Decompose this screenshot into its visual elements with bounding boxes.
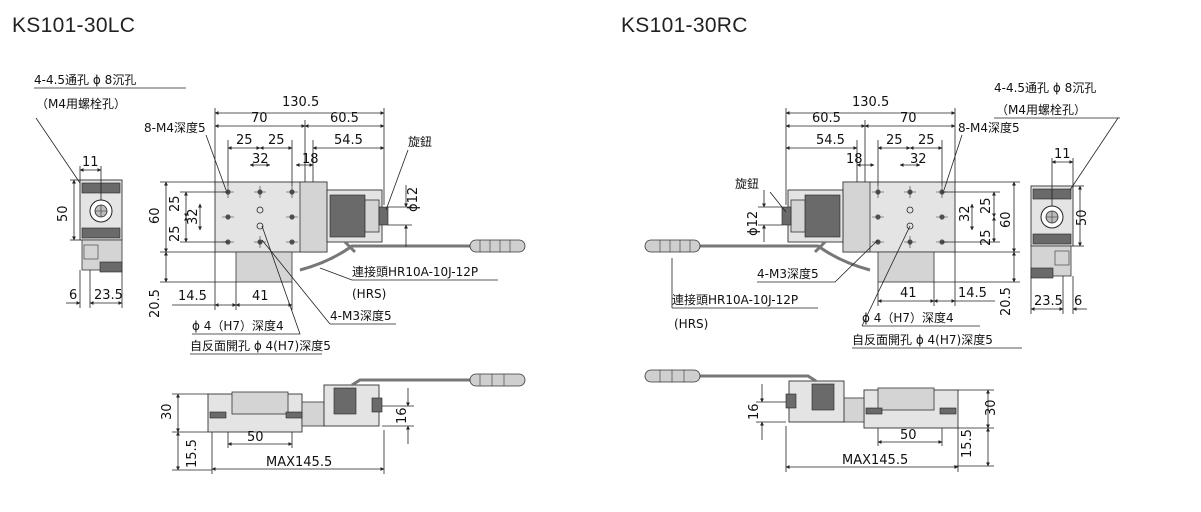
top-view-left [214,181,526,283]
dim-right-25b: 25 [918,133,935,148]
right-rev: 自反面開孔 ϕ 4(H7)深度5 [852,332,993,347]
left-pin: ϕ 4（H7）深度4 [192,318,284,333]
dim-left-20-5: 20.5 [148,289,163,318]
dim-right-50: 50 [1075,209,1090,226]
dim-left-41: 41 [252,289,269,304]
dim-right-side-30: 30 [984,399,999,416]
dim-right-11: 11 [1054,147,1071,162]
dim-right-25a: 25 [886,133,903,148]
dim-left-25d: 25 [168,225,183,242]
dim-left-25b: 25 [268,133,285,148]
right-holes-note-2: （M4用螺栓孔） [996,102,1086,117]
dim-left-60: 60 [148,207,163,224]
side-view-left [207,373,526,433]
left-hrs: (HRS) [352,287,386,301]
dim-left-11: 11 [82,155,99,170]
left-rev: 自反面開孔 ϕ 4(H7)深度5 [190,338,331,353]
dim-right-23-5: 23.5 [1034,294,1063,309]
dim-right-32: 32 [910,152,927,167]
dim-right-side-50: 50 [900,428,917,443]
right-tapped: 8-M4深度5 [958,120,1020,135]
right-knob: 旋鈕 [735,177,759,191]
dim-left-6: 6 [69,288,77,303]
right-pin: ϕ 4（H7）深度4 [862,310,954,325]
dim-left-54-5: 54.5 [334,133,363,148]
dim-left-23-5: 23.5 [94,288,123,303]
dim-left-max: MAX145.5 [266,455,332,470]
right-m3: 4-M3深度5 [757,266,819,281]
dim-right-side-16: 16 [747,403,762,420]
dim-left-side-16: 16 [395,407,410,424]
dim-right-32v: 32 [958,205,973,222]
dim-right-25c: 25 [979,197,994,214]
dim-left-phi12: ϕ12 [406,187,421,212]
dim-left-25c: 25 [168,195,183,212]
dim-right-18: 18 [846,152,863,167]
dim-right-25d: 25 [979,229,994,246]
dim-left-25a: 25 [236,133,253,148]
dim-right-130-5: 130.5 [852,95,889,110]
dim-right-60-5: 60.5 [812,111,841,126]
left-tapped: 8-M4深度5 [144,120,206,135]
dim-left-32: 32 [252,152,269,167]
dim-left-60-5: 60.5 [330,111,359,126]
dim-right-41: 41 [900,286,917,301]
dim-left-18: 18 [302,152,319,167]
dim-right-60: 60 [999,211,1014,228]
dim-left-14-5: 14.5 [178,289,207,304]
end-view-right [1030,185,1074,279]
dim-left-70: 70 [251,111,268,126]
left-holes-note: 4-4.5通孔 ϕ 8沉孔 [34,73,136,87]
dim-right-14-5: 14.5 [958,286,987,301]
left-knob: 旋鈕 [408,135,432,149]
dim-right-20-5: 20.5 [999,287,1014,316]
dim-right-side-15-5: 15.5 [960,429,975,458]
right-holes-note: 4-4.5通孔 ϕ 8沉孔 [994,81,1096,95]
drawing-left: 11 50 6 23.5 4-4.5通孔 ϕ 8沉孔 （M4用螺栓孔） [34,73,526,474]
left-m3: 4-M3深度5 [330,308,392,323]
dim-left-50: 50 [56,205,71,222]
dim-right-54-5: 54.5 [816,133,845,148]
dim-right-max: MAX145.5 [842,453,908,468]
dim-right-phi12: ϕ12 [746,211,761,236]
top-view-right [644,181,956,283]
right-connector: 連接頭HR10A-10J-12P [672,292,798,307]
left-connector: 連接頭HR10A-10J-12P [352,264,478,279]
drawing-right: 130.5 60.5 70 54.5 25 25 18 32 8-M4深度5 旋… [644,81,1120,472]
side-view-right [644,369,959,429]
dim-left-side-50: 50 [247,430,264,445]
left-holes-note-2: （M4用螺栓孔） [36,96,126,111]
title-right: KS101-30RC [621,14,748,37]
dim-left-side-15-5: 15.5 [185,439,200,468]
dim-left-32v: 32 [186,208,201,225]
title-left: KS101-30LC [12,14,136,37]
dim-right-6: 6 [1074,294,1082,309]
dim-left-side-30: 30 [160,403,175,420]
dim-right-70: 70 [900,111,917,126]
dim-left-130-5: 130.5 [282,95,319,110]
right-hrs: (HRS) [674,317,708,331]
holes-right [872,186,948,248]
